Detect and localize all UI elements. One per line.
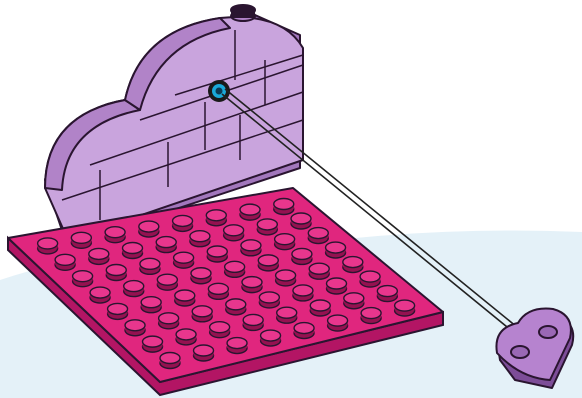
stud <box>173 215 193 231</box>
stud <box>241 240 261 256</box>
stud <box>243 314 263 330</box>
stud <box>159 313 179 329</box>
stud <box>175 290 195 306</box>
stud <box>225 261 245 277</box>
stud <box>208 283 228 299</box>
stud <box>190 231 210 247</box>
stud <box>106 265 126 281</box>
stud <box>105 227 125 243</box>
stud <box>343 257 363 273</box>
stud <box>360 271 380 287</box>
stud <box>257 219 277 235</box>
stud <box>90 287 110 303</box>
stud <box>292 248 312 264</box>
stud <box>327 278 347 294</box>
stud <box>361 308 381 324</box>
stud <box>139 221 159 237</box>
stud <box>174 252 194 268</box>
stud <box>293 285 313 301</box>
stud <box>55 254 75 270</box>
stud <box>124 281 144 297</box>
stud <box>294 323 314 339</box>
stud <box>277 307 297 323</box>
stud <box>309 263 329 279</box>
stud <box>344 293 364 309</box>
stud <box>194 345 214 361</box>
stud <box>261 330 281 346</box>
stud <box>73 271 93 287</box>
stud <box>224 225 244 241</box>
stud <box>291 213 311 229</box>
stud <box>141 297 161 313</box>
stud <box>191 268 211 284</box>
stud <box>227 338 247 354</box>
stud <box>176 329 196 345</box>
stud <box>395 300 415 316</box>
stud <box>240 204 260 220</box>
stud <box>123 243 143 259</box>
stud <box>326 242 346 258</box>
stud <box>259 292 279 308</box>
stud <box>276 270 296 286</box>
stud <box>258 255 278 271</box>
stud <box>143 336 163 352</box>
stud <box>89 248 109 264</box>
stud <box>226 299 246 315</box>
stud <box>274 199 294 215</box>
stud <box>140 258 160 274</box>
stud <box>160 353 180 369</box>
stud <box>156 237 176 253</box>
stud <box>310 300 330 316</box>
stud <box>377 286 397 302</box>
stud <box>275 234 295 250</box>
stud <box>207 246 227 262</box>
stud <box>206 210 226 226</box>
stud <box>38 238 58 254</box>
stud <box>328 315 348 331</box>
stud <box>242 277 262 293</box>
stud <box>108 303 128 319</box>
stud <box>125 320 145 336</box>
stud <box>71 232 91 248</box>
stud <box>192 306 212 322</box>
stud <box>308 228 328 244</box>
stud <box>157 274 177 290</box>
stud <box>210 322 230 338</box>
